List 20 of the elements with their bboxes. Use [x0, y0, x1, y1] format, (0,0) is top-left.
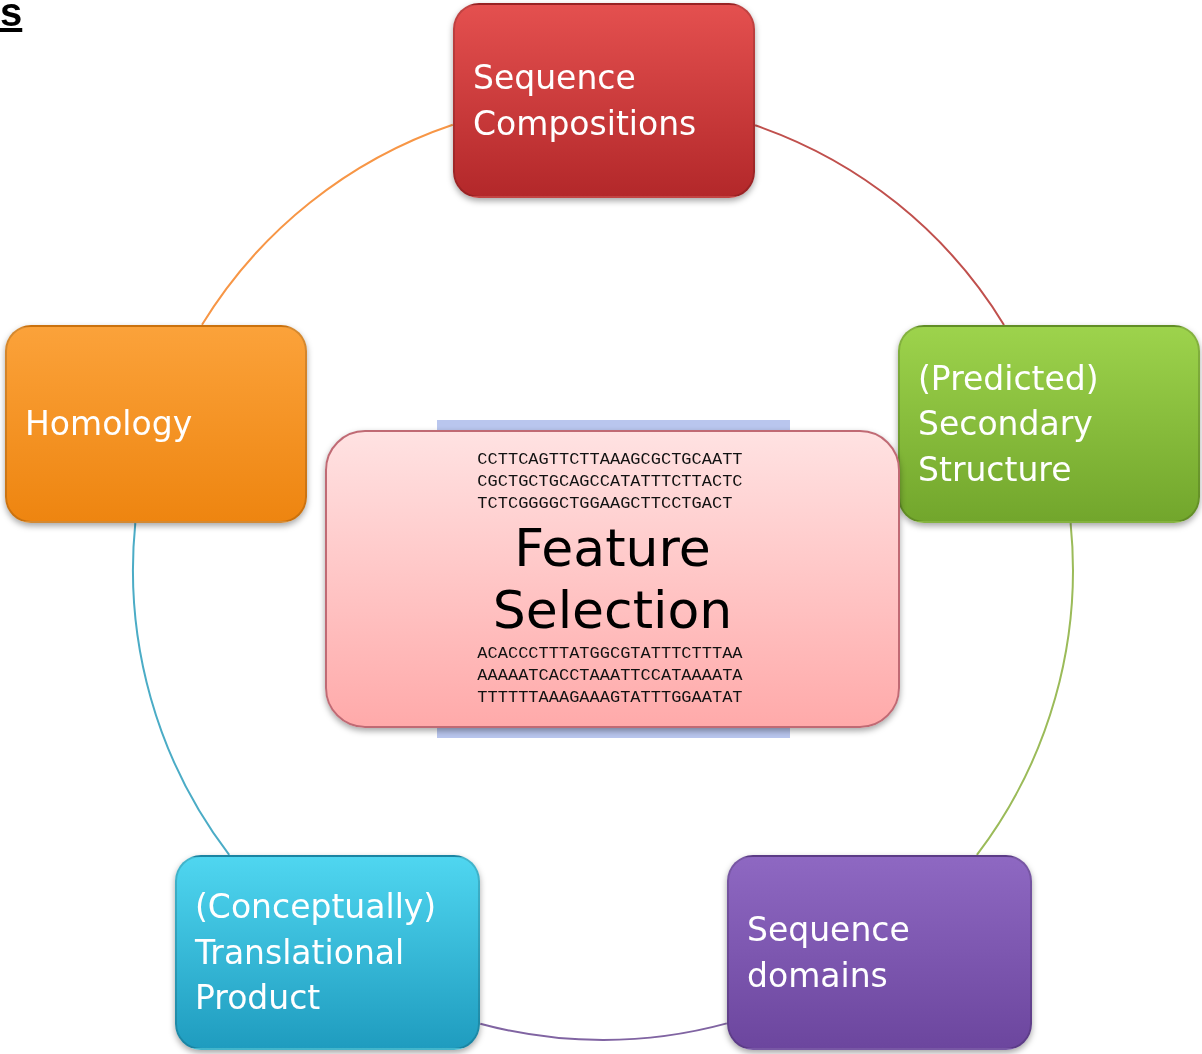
topic-label: Sequence domains — [747, 908, 911, 997]
topic-box — [175, 855, 480, 1050]
arc-connector — [975, 522, 1074, 856]
arc-connector — [132, 522, 231, 856]
arc-connector — [754, 124, 1005, 326]
center-box — [325, 430, 900, 728]
topic-box — [898, 325, 1200, 523]
topic-box — [727, 855, 1032, 1050]
topic-label: (Conceptually) Translational Product — [195, 886, 438, 1020]
arc-connector — [479, 1022, 728, 1041]
dna-sequence: CCTTCAGTTCTTAAAGCGCTGCAATT CGCTGCTGCAGCCATATTTCTTACTC TCTCGGGGCTGGAAGCTTCCTGACT — [477, 449, 744, 515]
center-heading: Feature Selection — [491, 517, 734, 641]
topic-label: Sequence Compositions — [473, 56, 698, 145]
dna-sequence: ACACCCTTTATGGCGTATTTCTTTAA AAAAATCACCTAAATTCCATAAAATA TTTTTTAAAGAAAGTATTTGGAATAT — [477, 643, 744, 709]
topic-box — [453, 3, 755, 198]
topic-label: (Predicted) Secondary Structure — [918, 357, 1100, 491]
topic-label: Homology — [25, 403, 193, 446]
heading-fragment: s — [0, 0, 23, 35]
topic-box — [5, 325, 307, 523]
arc-connector — [201, 123, 454, 326]
